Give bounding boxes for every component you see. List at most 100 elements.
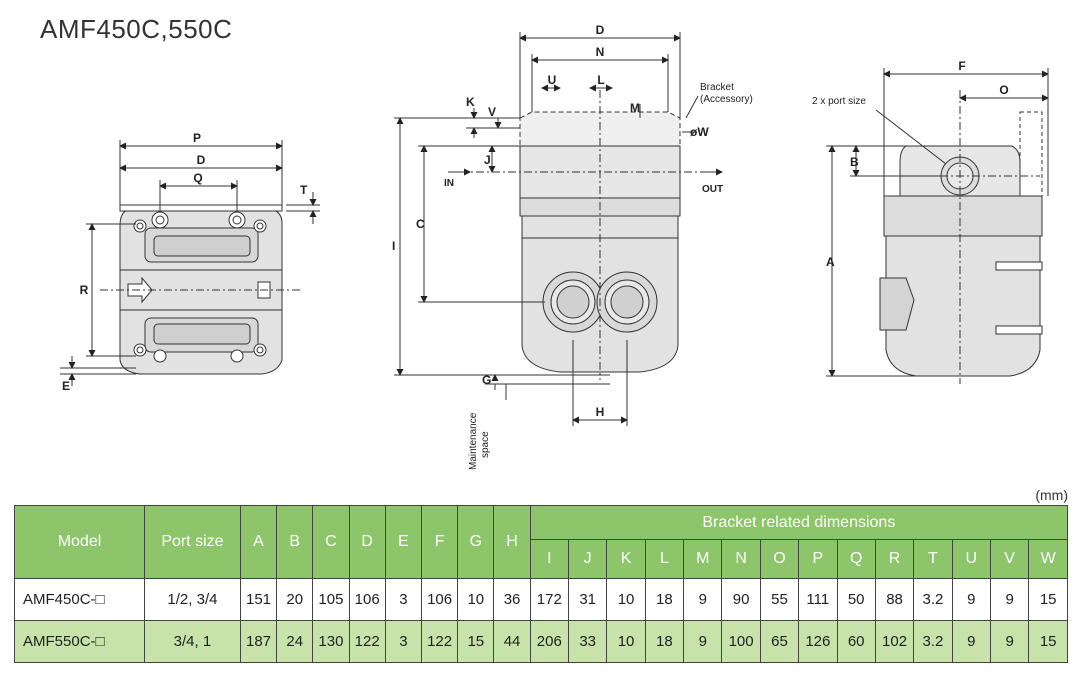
header-k: K <box>606 539 646 579</box>
table-cell: 60 <box>836 620 876 663</box>
accessory-label: (Accessory) <box>700 94 753 105</box>
dim-label-a: A <box>826 255 835 269</box>
dim-label-g: G <box>482 373 491 387</box>
table-cell: 206 <box>529 620 570 663</box>
table-cell: 106 <box>348 578 386 621</box>
header-port-size: Port size <box>144 505 241 579</box>
dim-label-e: E <box>62 379 70 393</box>
table-cell: 33 <box>567 620 608 663</box>
front-view <box>394 32 723 426</box>
table-cell: 1/2, 3/4 <box>144 578 241 621</box>
dim-label-j: J <box>484 153 491 167</box>
table-cell: 102 <box>874 620 915 663</box>
table-cell: 24 <box>276 620 314 663</box>
header-p: P <box>798 539 838 579</box>
table-cell: 100 <box>721 620 761 663</box>
dim-label-t: T <box>300 183 308 197</box>
maintenance-space-label: space <box>480 431 491 458</box>
header-a: A <box>239 505 278 579</box>
table-cell: 105 <box>312 578 350 621</box>
header-f: F <box>420 505 459 579</box>
table-cell: 88 <box>874 578 915 621</box>
dim-label-k: K <box>466 95 475 109</box>
dim-label-d-left: D <box>197 153 206 167</box>
dimensions-table: Model Port size A B C D E F G H Bracket … <box>14 505 1069 663</box>
table-cell: 18 <box>644 578 685 621</box>
header-m: M <box>683 539 723 579</box>
table-cell: 3 <box>384 620 422 663</box>
dim-label-h: H <box>596 405 605 419</box>
table-cell: 44 <box>493 620 531 663</box>
header-j: J <box>567 539 608 579</box>
table-cell: 9 <box>683 620 723 663</box>
table-cell: 172 <box>529 578 570 621</box>
table-cell: 3.2 <box>913 578 953 621</box>
top-view <box>60 140 320 386</box>
table-cell: 20 <box>276 578 314 621</box>
unit-label: (mm) <box>1035 487 1068 503</box>
header-q: Q <box>836 539 876 579</box>
table-cell: 15 <box>457 620 495 663</box>
header-i: I <box>529 539 570 579</box>
table-cell: 65 <box>759 620 800 663</box>
dim-label-o: O <box>999 83 1008 97</box>
header-u: U <box>951 539 991 579</box>
dim-label-c: C <box>416 217 425 231</box>
header-v: V <box>989 539 1030 579</box>
dim-label-p: P <box>193 131 201 145</box>
dim-label-b: B <box>850 155 859 169</box>
table-cell-model: AMF550C-□ <box>14 620 145 663</box>
table-cell: 3/4, 1 <box>144 620 241 663</box>
table-cell: 55 <box>759 578 800 621</box>
dim-label-q: Q <box>193 171 202 185</box>
header-model: Model <box>14 505 145 579</box>
dim-label-l: L <box>597 73 604 87</box>
header-e: E <box>384 505 422 579</box>
table-cell: 50 <box>836 578 876 621</box>
dim-label-i: I <box>392 239 395 253</box>
header-g: G <box>457 505 495 579</box>
dim-label-r: R <box>80 283 89 297</box>
header-r: R <box>874 539 915 579</box>
table-cell: 9 <box>951 620 991 663</box>
header-c: C <box>312 505 350 579</box>
table-cell: 111 <box>798 578 838 621</box>
table-cell: 9 <box>989 578 1030 621</box>
table-cell: 10 <box>606 578 646 621</box>
table-cell: 3 <box>384 578 422 621</box>
header-b: B <box>276 505 314 579</box>
dim-label-v: V <box>488 105 496 119</box>
table-cell: 126 <box>798 620 838 663</box>
table-cell: 10 <box>457 578 495 621</box>
table-cell-model: AMF450C-□ <box>14 578 145 621</box>
dim-label-f: F <box>958 59 965 73</box>
maintenance-label: Maintenance <box>468 412 479 470</box>
table-cell: 90 <box>721 578 761 621</box>
out-label: OUT <box>702 184 723 195</box>
table-cell: 36 <box>493 578 531 621</box>
table-cell: 122 <box>348 620 386 663</box>
header-d: D <box>348 505 386 579</box>
in-label: IN <box>444 178 454 189</box>
header-l: L <box>644 539 685 579</box>
table-cell: 9 <box>951 578 991 621</box>
table-cell: 15 <box>1028 620 1068 663</box>
table-cell: 15 <box>1028 578 1068 621</box>
header-bracket-group: Bracket related dimensions <box>529 505 1069 540</box>
dim-label-n: N <box>596 45 605 59</box>
port-size-label: 2 x port size <box>812 96 866 107</box>
table-cell: 9 <box>683 578 723 621</box>
dim-label-w: øW <box>690 125 709 139</box>
page-title: AMF450C,550C <box>40 14 233 44</box>
table-cell: 122 <box>420 620 459 663</box>
header-w: W <box>1028 539 1068 579</box>
table-cell: 106 <box>420 578 459 621</box>
header-o: O <box>759 539 800 579</box>
dimension-drawings: P D Q T R E <box>60 23 1049 470</box>
table-cell: 9 <box>989 620 1030 663</box>
dim-label-m: M <box>630 101 640 115</box>
table-cell: 18 <box>644 620 685 663</box>
table-cell: 3.2 <box>913 620 953 663</box>
